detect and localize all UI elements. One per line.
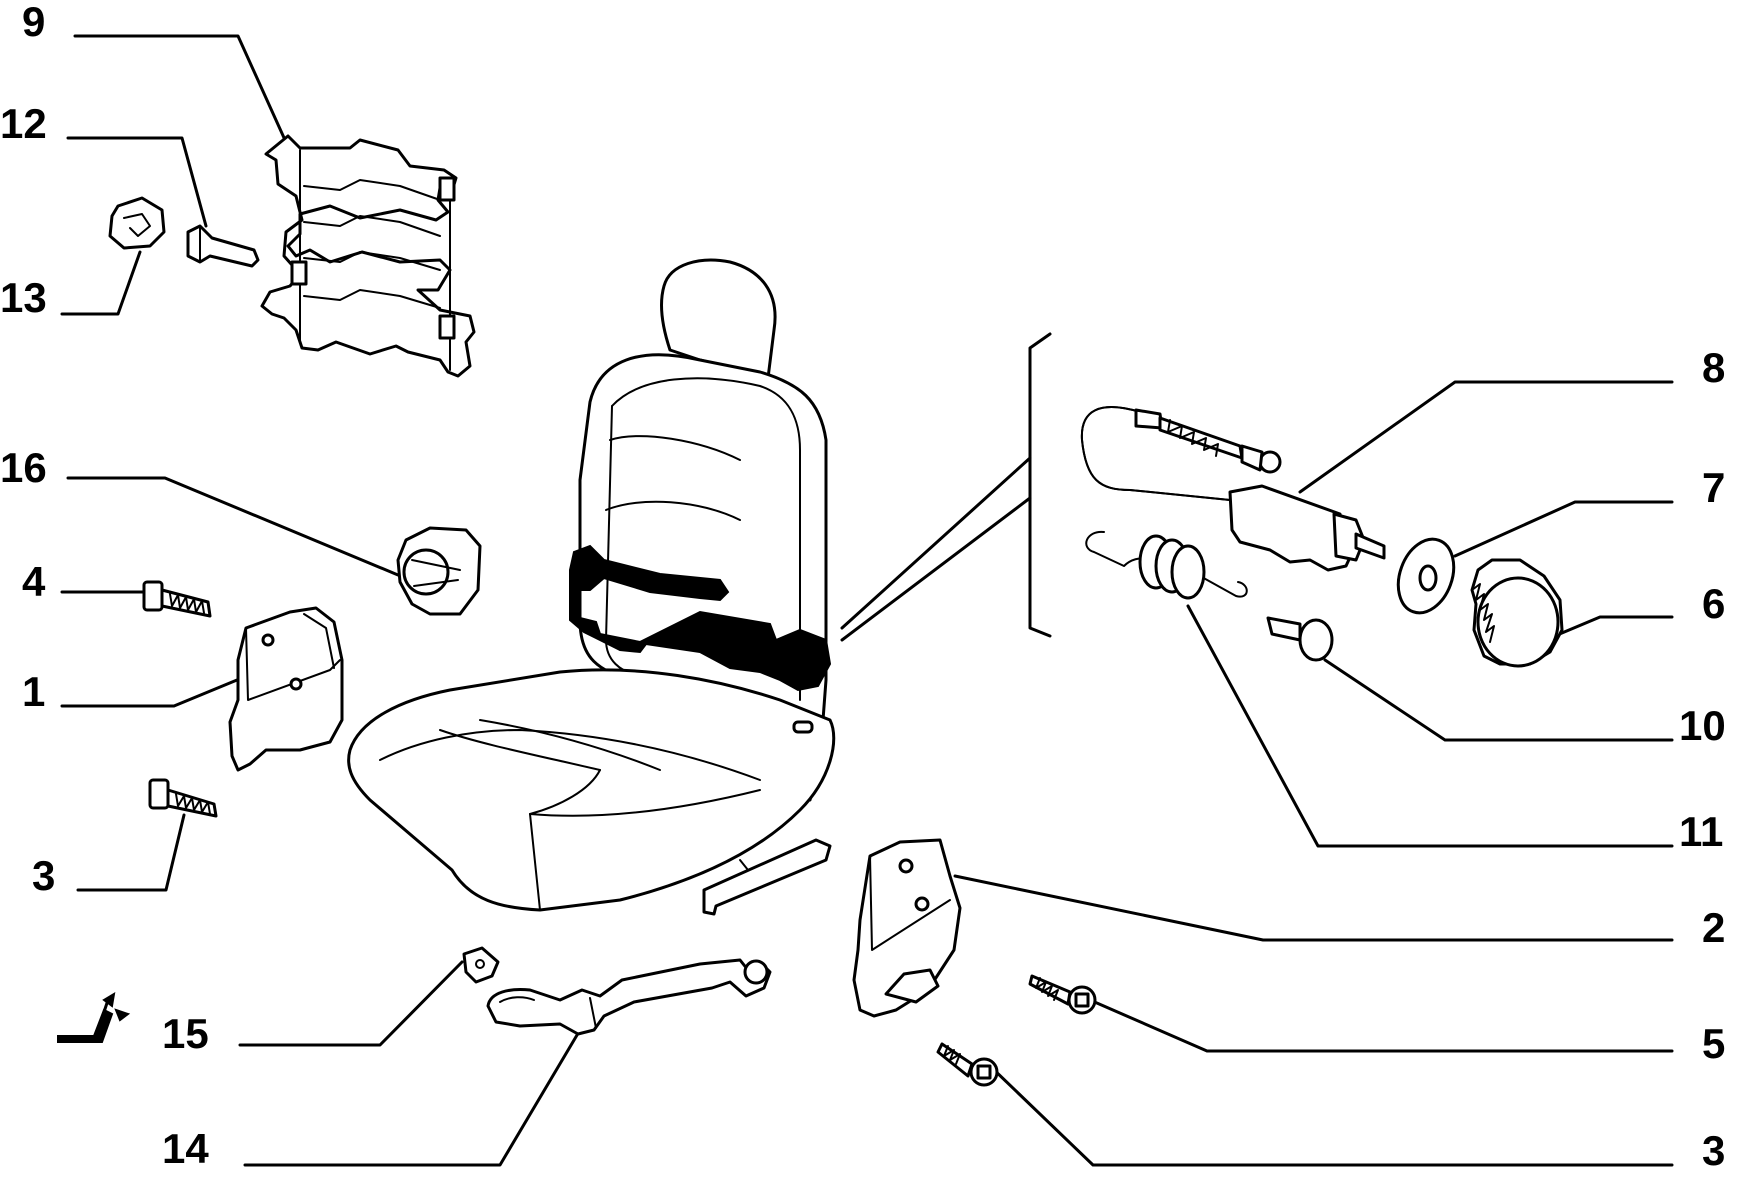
pin-part-12 [186, 224, 260, 268]
exploded-view-bracket [1028, 332, 1052, 638]
callout-4: 4 [22, 558, 46, 605]
leader-8 [1298, 380, 1674, 494]
leader-12 [66, 136, 208, 228]
lever-part-14 [486, 958, 772, 1036]
leader-9 [73, 34, 287, 142]
leader-lines [60, 34, 1674, 1167]
spring-part-11 [1085, 530, 1248, 600]
bolt-part-3-left [148, 778, 218, 818]
callout-1: 1 [22, 668, 45, 715]
leader-6 [1548, 615, 1674, 640]
callout-13: 13 [0, 274, 47, 321]
screw-part-3-right [936, 1042, 999, 1087]
callout-15: 15 [162, 1010, 209, 1057]
leader-7 [1453, 500, 1674, 558]
bolt-part-4 [142, 580, 212, 618]
seat-adjust-icon [57, 992, 131, 1043]
leader-3-right [988, 1064, 1674, 1167]
callout-5: 5 [1702, 1020, 1725, 1067]
knob-part-6 [1470, 558, 1564, 668]
knob-part-16 [396, 526, 482, 616]
recliner-mechanism [569, 544, 832, 692]
rivet-part-10 [1266, 616, 1334, 662]
cover-part-2 [852, 838, 962, 1018]
seat-assembly [347, 258, 836, 916]
leader-13 [60, 250, 142, 316]
bracket-line-upper [840, 456, 1032, 630]
callout-6: 6 [1702, 580, 1725, 627]
leader-14 [243, 1028, 582, 1167]
leader-11 [1186, 604, 1674, 848]
bracket-line-lower [840, 496, 1032, 642]
clip-part-13 [108, 196, 166, 250]
callout-7: 7 [1702, 464, 1725, 511]
callout-11: 11 [1679, 808, 1723, 855]
leader-1 [60, 678, 239, 708]
callout-10: 10 [1679, 702, 1726, 749]
washer-part-7 [1396, 537, 1456, 615]
leader-16 [66, 476, 400, 577]
leader-15 [238, 960, 464, 1047]
seat-rail [702, 838, 832, 916]
leader-10 [1323, 658, 1674, 742]
clip-part-15 [462, 946, 500, 984]
cover-part-1 [228, 606, 344, 772]
callout-2: 2 [1702, 904, 1725, 951]
callout-12: 12 [0, 100, 47, 147]
headrest [660, 258, 777, 380]
callout-16: 16 [0, 444, 47, 491]
screw-part-5 [1028, 974, 1097, 1015]
callout-3-left: 3 [32, 852, 55, 899]
leader-2 [953, 874, 1674, 942]
cable-part-8 [1080, 406, 1386, 572]
seat-cushion [347, 668, 836, 912]
leader-5 [1088, 998, 1674, 1053]
spring-frame-part-9 [260, 134, 476, 378]
leader-3-left [76, 813, 186, 892]
callout-8: 8 [1702, 344, 1725, 391]
callout-14: 14 [162, 1125, 209, 1172]
callout-9: 9 [22, 0, 45, 45]
callout-3-right: 3 [1702, 1127, 1725, 1174]
